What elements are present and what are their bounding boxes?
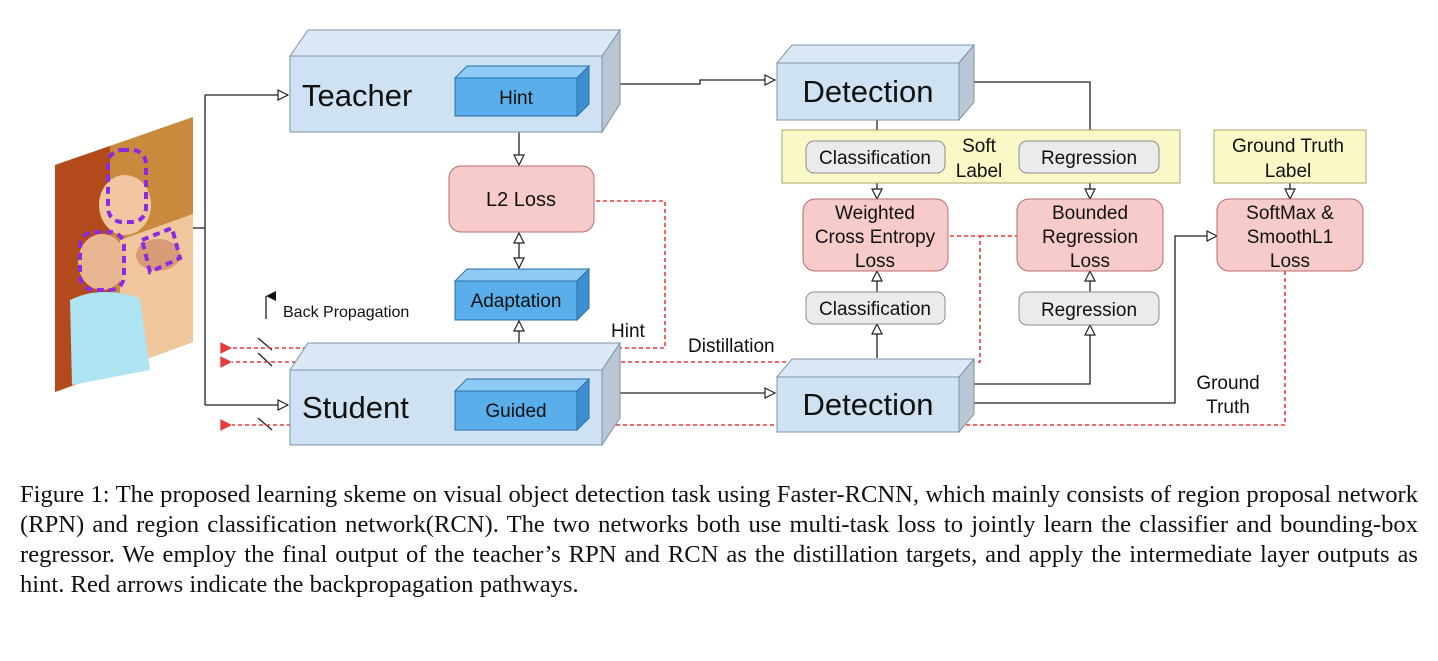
teacher-classification-pill: Classification: [805, 140, 946, 174]
connectors: [193, 80, 1290, 431]
softmax-loss-line3: Loss: [1270, 251, 1310, 272]
teacher-detection-label: Detection: [803, 74, 934, 109]
figure-caption-text: The proposed learning skeme on visual ob…: [20, 481, 1418, 598]
adaptation-layer: Adaptation: [453, 267, 591, 322]
student-detection-label: Detection: [803, 387, 934, 422]
student-regression-pill: Regression: [1018, 291, 1160, 326]
soft-label-line1: Soft: [962, 136, 997, 157]
weighted-ce-loss-line3: Loss: [855, 251, 895, 272]
weighted-ce-loss-line1: Weighted: [835, 203, 915, 224]
teacher-label: Teacher: [302, 78, 412, 113]
distillation-edge-label: Distillation: [688, 336, 775, 357]
l2-loss-label: L2 Loss: [486, 189, 556, 211]
adaptation-label: Adaptation: [471, 291, 562, 312]
hand-bbox: [139, 225, 183, 275]
student-classification-pill: Classification: [805, 291, 946, 325]
student-label: Student: [302, 390, 409, 425]
hint-label: Hint: [499, 88, 534, 109]
weighted-ce-loss-box: Weighted Cross Entropy Loss: [802, 198, 949, 272]
ground-truth-label-line2: Label: [1265, 161, 1312, 182]
ground-truth-edge-line2: Truth: [1206, 397, 1250, 418]
hint-edge-label: Hint: [611, 321, 646, 342]
soft-label-line2: Label: [956, 161, 1003, 182]
figure-caption-label: Figure 1:: [20, 481, 110, 508]
back-propagation-label: Back Propagation: [283, 304, 409, 321]
figure-caption: Figure 1:The proposed learning skeme on …: [20, 480, 1418, 600]
ground-truth-label-box: Ground Truth Label: [1213, 129, 1367, 184]
softmax-loss-line2: SmoothL1: [1247, 227, 1334, 248]
l2-loss-box: L2 Loss: [448, 165, 595, 233]
student-regression-label: Regression: [1041, 300, 1137, 321]
student-classification-label: Classification: [819, 299, 931, 320]
teacher-detection-block: Detection: [775, 43, 976, 122]
guided-layer: Guided: [453, 377, 591, 432]
teacher-classification-label: Classification: [819, 148, 931, 169]
face-bbox: [78, 230, 126, 292]
guided-label: Guided: [485, 401, 546, 422]
ground-truth-edge-line1: Ground: [1196, 373, 1259, 394]
teacher-regression-pill: Regression: [1018, 140, 1160, 174]
bounded-reg-loss-line1: Bounded: [1052, 203, 1128, 224]
teacher-regression-label: Regression: [1041, 148, 1137, 169]
ground-truth-label-line1: Ground Truth: [1232, 136, 1344, 157]
softmax-loss-line1: SoftMax &: [1246, 203, 1334, 224]
hint-layer: Hint: [453, 64, 591, 118]
learning-scheme-diagram: Teacher Hint L2 Loss Adaptation Student …: [55, 28, 1367, 447]
bounded-reg-loss-line3: Loss: [1070, 251, 1110, 272]
weighted-ce-loss-line2: Cross Entropy: [815, 227, 936, 248]
input-photo: [55, 117, 193, 392]
student-detection-block: Detection: [775, 357, 976, 434]
softmax-smoothl1-loss-box: SoftMax & SmoothL1 Loss: [1216, 198, 1364, 272]
bounded-regression-loss-box: Bounded Regression Loss: [1016, 198, 1164, 272]
bounded-reg-loss-line2: Regression: [1042, 227, 1138, 248]
face-bbox: [106, 148, 148, 224]
